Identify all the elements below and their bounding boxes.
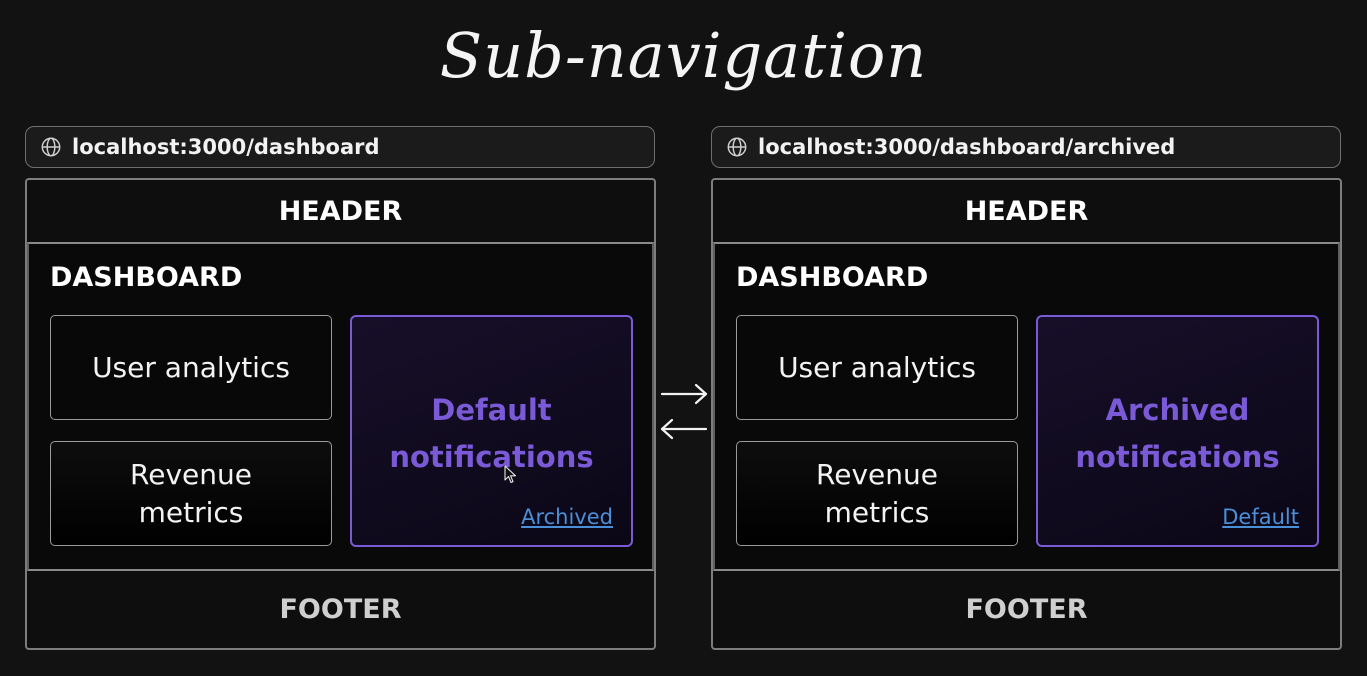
page-frame: HEADER DASHBOARD User analytics Revenue …	[25, 178, 656, 650]
dashboard-section: DASHBOARD User analytics Revenue metrics…	[27, 242, 654, 571]
url-text: localhost:3000/dashboard	[72, 135, 380, 159]
url-text: localhost:3000/dashboard/archived	[758, 135, 1176, 159]
archived-link[interactable]: Archived	[521, 505, 613, 529]
notifications-title: Default notifications	[389, 393, 594, 474]
header-section: HEADER	[278, 195, 403, 227]
user-analytics-card: User analytics	[50, 315, 332, 420]
cursor-icon	[504, 465, 517, 484]
arrow-right-icon	[660, 383, 708, 405]
revenue-metrics-card: Revenue metrics	[736, 441, 1018, 546]
address-bar[interactable]: localhost:3000/dashboard	[25, 126, 655, 168]
globe-icon	[727, 137, 747, 157]
revenue-metrics-card: Revenue metrics	[50, 441, 332, 546]
footer-section: FOOTER	[965, 594, 1088, 625]
globe-icon	[41, 137, 61, 157]
navigation-arrows	[660, 383, 708, 440]
footer-section: FOOTER	[279, 594, 402, 625]
address-bar[interactable]: localhost:3000/dashboard/archived	[711, 126, 1341, 168]
notifications-slot: Archived notifications Default	[1036, 315, 1319, 547]
card-label: Revenue metrics	[130, 457, 252, 529]
dashboard-section: DASHBOARD User analytics Revenue metrics…	[713, 242, 1340, 571]
card-label: User analytics	[778, 350, 976, 384]
page-frame: HEADER DASHBOARD User analytics Revenue …	[711, 178, 1342, 650]
card-label: Revenue metrics	[816, 457, 938, 529]
user-analytics-card: User analytics	[736, 315, 1018, 420]
dashboard-title: DASHBOARD	[50, 262, 243, 293]
diagram-title: Sub-navigation	[439, 19, 928, 92]
dashboard-title: DASHBOARD	[736, 262, 929, 293]
default-link[interactable]: Default	[1222, 505, 1299, 529]
arrow-left-icon	[660, 418, 708, 440]
header-section: HEADER	[964, 195, 1089, 227]
browser-panel-archived: localhost:3000/dashboard/archived HEADER…	[711, 126, 1343, 652]
notifications-title: Archived notifications	[1075, 393, 1280, 474]
browser-panel-default: localhost:3000/dashboard HEADER DASHBOAR…	[25, 126, 657, 652]
notifications-slot: Default notifications Archived	[350, 315, 633, 547]
card-label: User analytics	[92, 350, 290, 384]
